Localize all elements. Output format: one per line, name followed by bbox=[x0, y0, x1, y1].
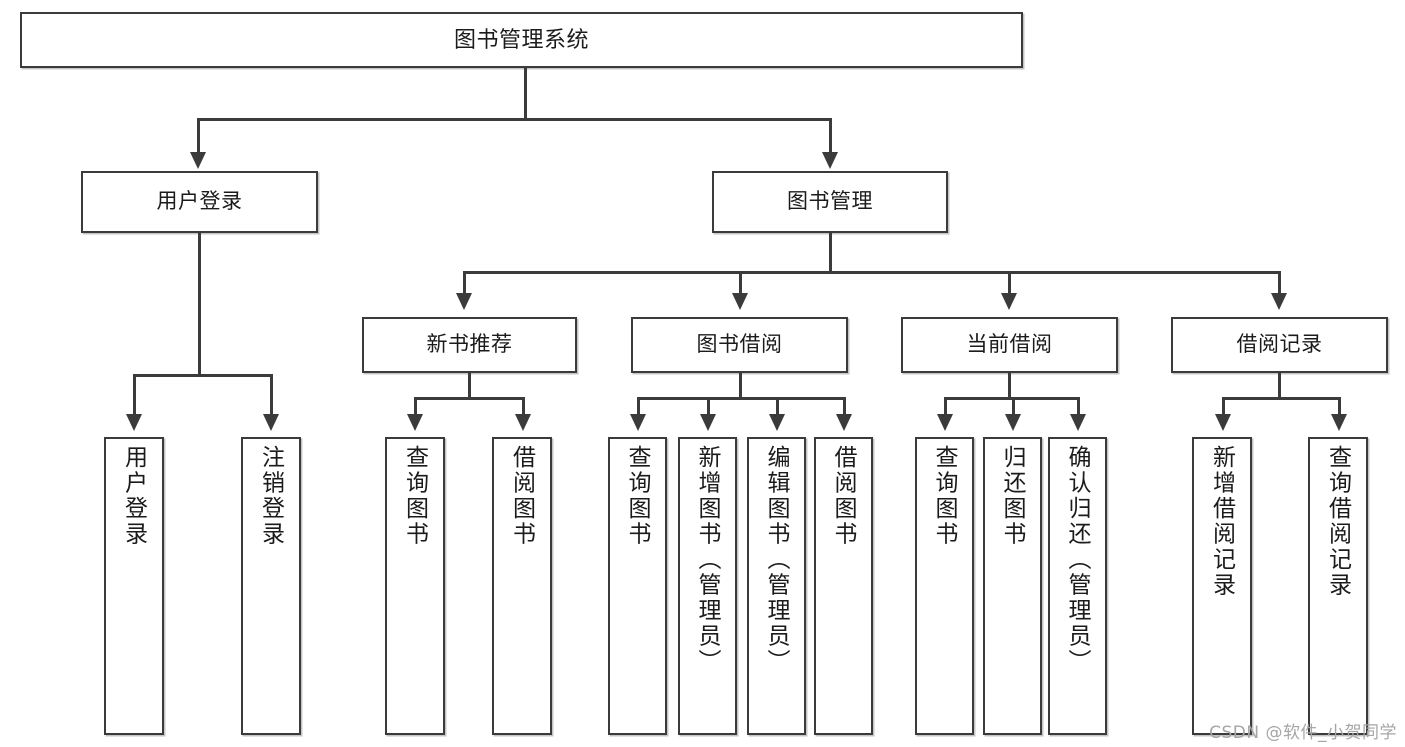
node-label: 归还图书 bbox=[1000, 445, 1026, 547]
node-label: 查询借阅记录 bbox=[1325, 445, 1352, 598]
node-label: 新增借阅记录 bbox=[1209, 445, 1236, 598]
connector-userlogin-stem bbox=[198, 233, 201, 376]
connector-borrow-to-leaf1 bbox=[637, 397, 640, 418]
connector-current-bus bbox=[944, 397, 1079, 400]
leaf-borrow-borrow-book[interactable]: 借阅图书 bbox=[814, 437, 873, 735]
node-label: 图书管理 bbox=[787, 190, 873, 214]
connector-bookmgmt-stem bbox=[829, 233, 832, 273]
node-label: 当前借阅 bbox=[966, 333, 1053, 357]
leaf-user-login[interactable]: 用户登录 bbox=[104, 437, 164, 735]
node-book-management[interactable]: 图书管理 bbox=[712, 171, 948, 233]
leaf-newbook-borrow-book[interactable]: 借阅图书 bbox=[492, 437, 552, 735]
leaf-current-confirm-return-admin[interactable]: 确认归还（管理员） bbox=[1048, 437, 1107, 735]
connector-userlogin-to-leaf1 bbox=[133, 374, 136, 418]
arrowhead-borrow-leaf1 bbox=[630, 414, 646, 431]
node-label: 编辑图书（管理员） bbox=[764, 445, 790, 675]
connector-root-stem bbox=[524, 68, 527, 120]
leaf-logout[interactable]: 注销登录 bbox=[241, 437, 301, 735]
node-label: 查询图书 bbox=[932, 445, 958, 547]
node-label: 借阅记录 bbox=[1236, 333, 1323, 357]
connector-userlogin-bus bbox=[133, 374, 271, 377]
leaf-borrow-edit-book-admin[interactable]: 编辑图书（管理员） bbox=[747, 437, 806, 735]
node-label: 确认归还（管理员） bbox=[1065, 445, 1091, 675]
connector-bookmgmt-to-record bbox=[1278, 271, 1281, 297]
connector-borrow-bus bbox=[637, 397, 845, 400]
leaf-borrow-add-book-admin[interactable]: 新增图书（管理员） bbox=[678, 437, 737, 735]
connector-bookmgmt-to-newbook bbox=[463, 271, 466, 297]
arrowhead-newbook-leaf1 bbox=[407, 414, 423, 431]
node-label: 借阅图书 bbox=[831, 445, 857, 547]
connector-current-to-leaf1 bbox=[944, 397, 947, 418]
arrowhead-bookmgmt-record bbox=[1271, 293, 1287, 310]
node-current-borrow[interactable]: 当前借阅 bbox=[901, 317, 1118, 373]
connector-borrow-to-leaf3 bbox=[776, 397, 779, 418]
connector-record-stem bbox=[1278, 373, 1281, 399]
arrowhead-record-leaf2 bbox=[1331, 414, 1347, 431]
connector-record-to-leaf2 bbox=[1338, 397, 1341, 418]
node-user-login[interactable]: 用户登录 bbox=[81, 171, 318, 233]
arrowhead-current-leaf2 bbox=[1005, 414, 1021, 431]
node-label: 借阅图书 bbox=[509, 445, 536, 547]
node-label: 图书借阅 bbox=[696, 333, 783, 357]
connector-bookmgmt-to-current bbox=[1008, 271, 1011, 297]
node-label: 新增图书（管理员） bbox=[695, 445, 721, 675]
leaf-current-query-book[interactable]: 查询图书 bbox=[915, 437, 974, 735]
arrowhead-to-bookmgmt bbox=[822, 152, 838, 169]
connector-current-stem bbox=[1008, 373, 1011, 399]
arrowhead-bookmgmt-newbook bbox=[456, 293, 472, 310]
connector-borrow-stem bbox=[739, 373, 742, 399]
arrowhead-borrow-leaf2 bbox=[700, 414, 716, 431]
connector-root-to-userlogin bbox=[197, 118, 200, 156]
node-label: 查询图书 bbox=[625, 445, 651, 547]
leaf-borrow-query-book[interactable]: 查询图书 bbox=[608, 437, 667, 735]
connector-root-bus bbox=[197, 118, 831, 121]
node-label: 用户登录 bbox=[121, 445, 148, 547]
node-borrow-record[interactable]: 借阅记录 bbox=[1171, 317, 1388, 373]
arrowhead-current-leaf1 bbox=[937, 414, 953, 431]
arrowhead-current-leaf3 bbox=[1070, 414, 1086, 431]
node-label: 查询图书 bbox=[402, 445, 429, 547]
leaf-newbook-query-book[interactable]: 查询图书 bbox=[385, 437, 445, 735]
arrowhead-borrow-leaf3 bbox=[769, 414, 785, 431]
leaf-record-query-record[interactable]: 查询借阅记录 bbox=[1308, 437, 1368, 735]
node-new-book-recommend[interactable]: 新书推荐 bbox=[362, 317, 577, 373]
arrowhead-userlogin-leaf1 bbox=[126, 414, 142, 431]
connector-newbook-to-leaf1 bbox=[414, 397, 417, 418]
connector-record-to-leaf1 bbox=[1222, 397, 1225, 418]
connector-record-bus bbox=[1222, 397, 1340, 400]
connector-current-to-leaf3 bbox=[1077, 397, 1080, 418]
node-label: 新书推荐 bbox=[426, 333, 513, 357]
arrowhead-to-userlogin bbox=[190, 152, 206, 169]
connector-bookmgmt-to-borrow bbox=[739, 271, 742, 297]
leaf-current-return-book[interactable]: 归还图书 bbox=[983, 437, 1042, 735]
connector-borrow-to-leaf4 bbox=[843, 397, 846, 418]
node-label: 用户登录 bbox=[156, 190, 243, 214]
node-label: 注销登录 bbox=[258, 445, 285, 547]
connector-current-to-leaf2 bbox=[1012, 397, 1015, 418]
leaf-record-add-record[interactable]: 新增借阅记录 bbox=[1192, 437, 1252, 735]
node-root-system[interactable]: 图书管理系统 bbox=[20, 12, 1023, 68]
arrowhead-bookmgmt-borrow bbox=[732, 293, 748, 310]
connector-newbook-bus bbox=[414, 397, 524, 400]
arrowhead-userlogin-leaf2 bbox=[263, 414, 279, 431]
node-label: 图书管理系统 bbox=[453, 26, 589, 52]
node-book-borrow[interactable]: 图书借阅 bbox=[631, 317, 848, 373]
connector-bookmgmt-bus bbox=[463, 271, 1280, 274]
arrowhead-bookmgmt-current bbox=[1001, 293, 1017, 310]
connector-root-to-bookmgmt bbox=[829, 118, 832, 156]
connector-borrow-to-leaf2 bbox=[707, 397, 710, 418]
connector-newbook-to-leaf2 bbox=[522, 397, 525, 418]
connector-userlogin-to-leaf2 bbox=[270, 374, 273, 418]
watermark-text: CSDN @软件_小贺同学 bbox=[1209, 723, 1397, 743]
connector-newbook-stem bbox=[468, 373, 471, 399]
arrowhead-newbook-leaf2 bbox=[515, 414, 531, 431]
arrowhead-record-leaf1 bbox=[1215, 414, 1231, 431]
arrowhead-borrow-leaf4 bbox=[836, 414, 852, 431]
